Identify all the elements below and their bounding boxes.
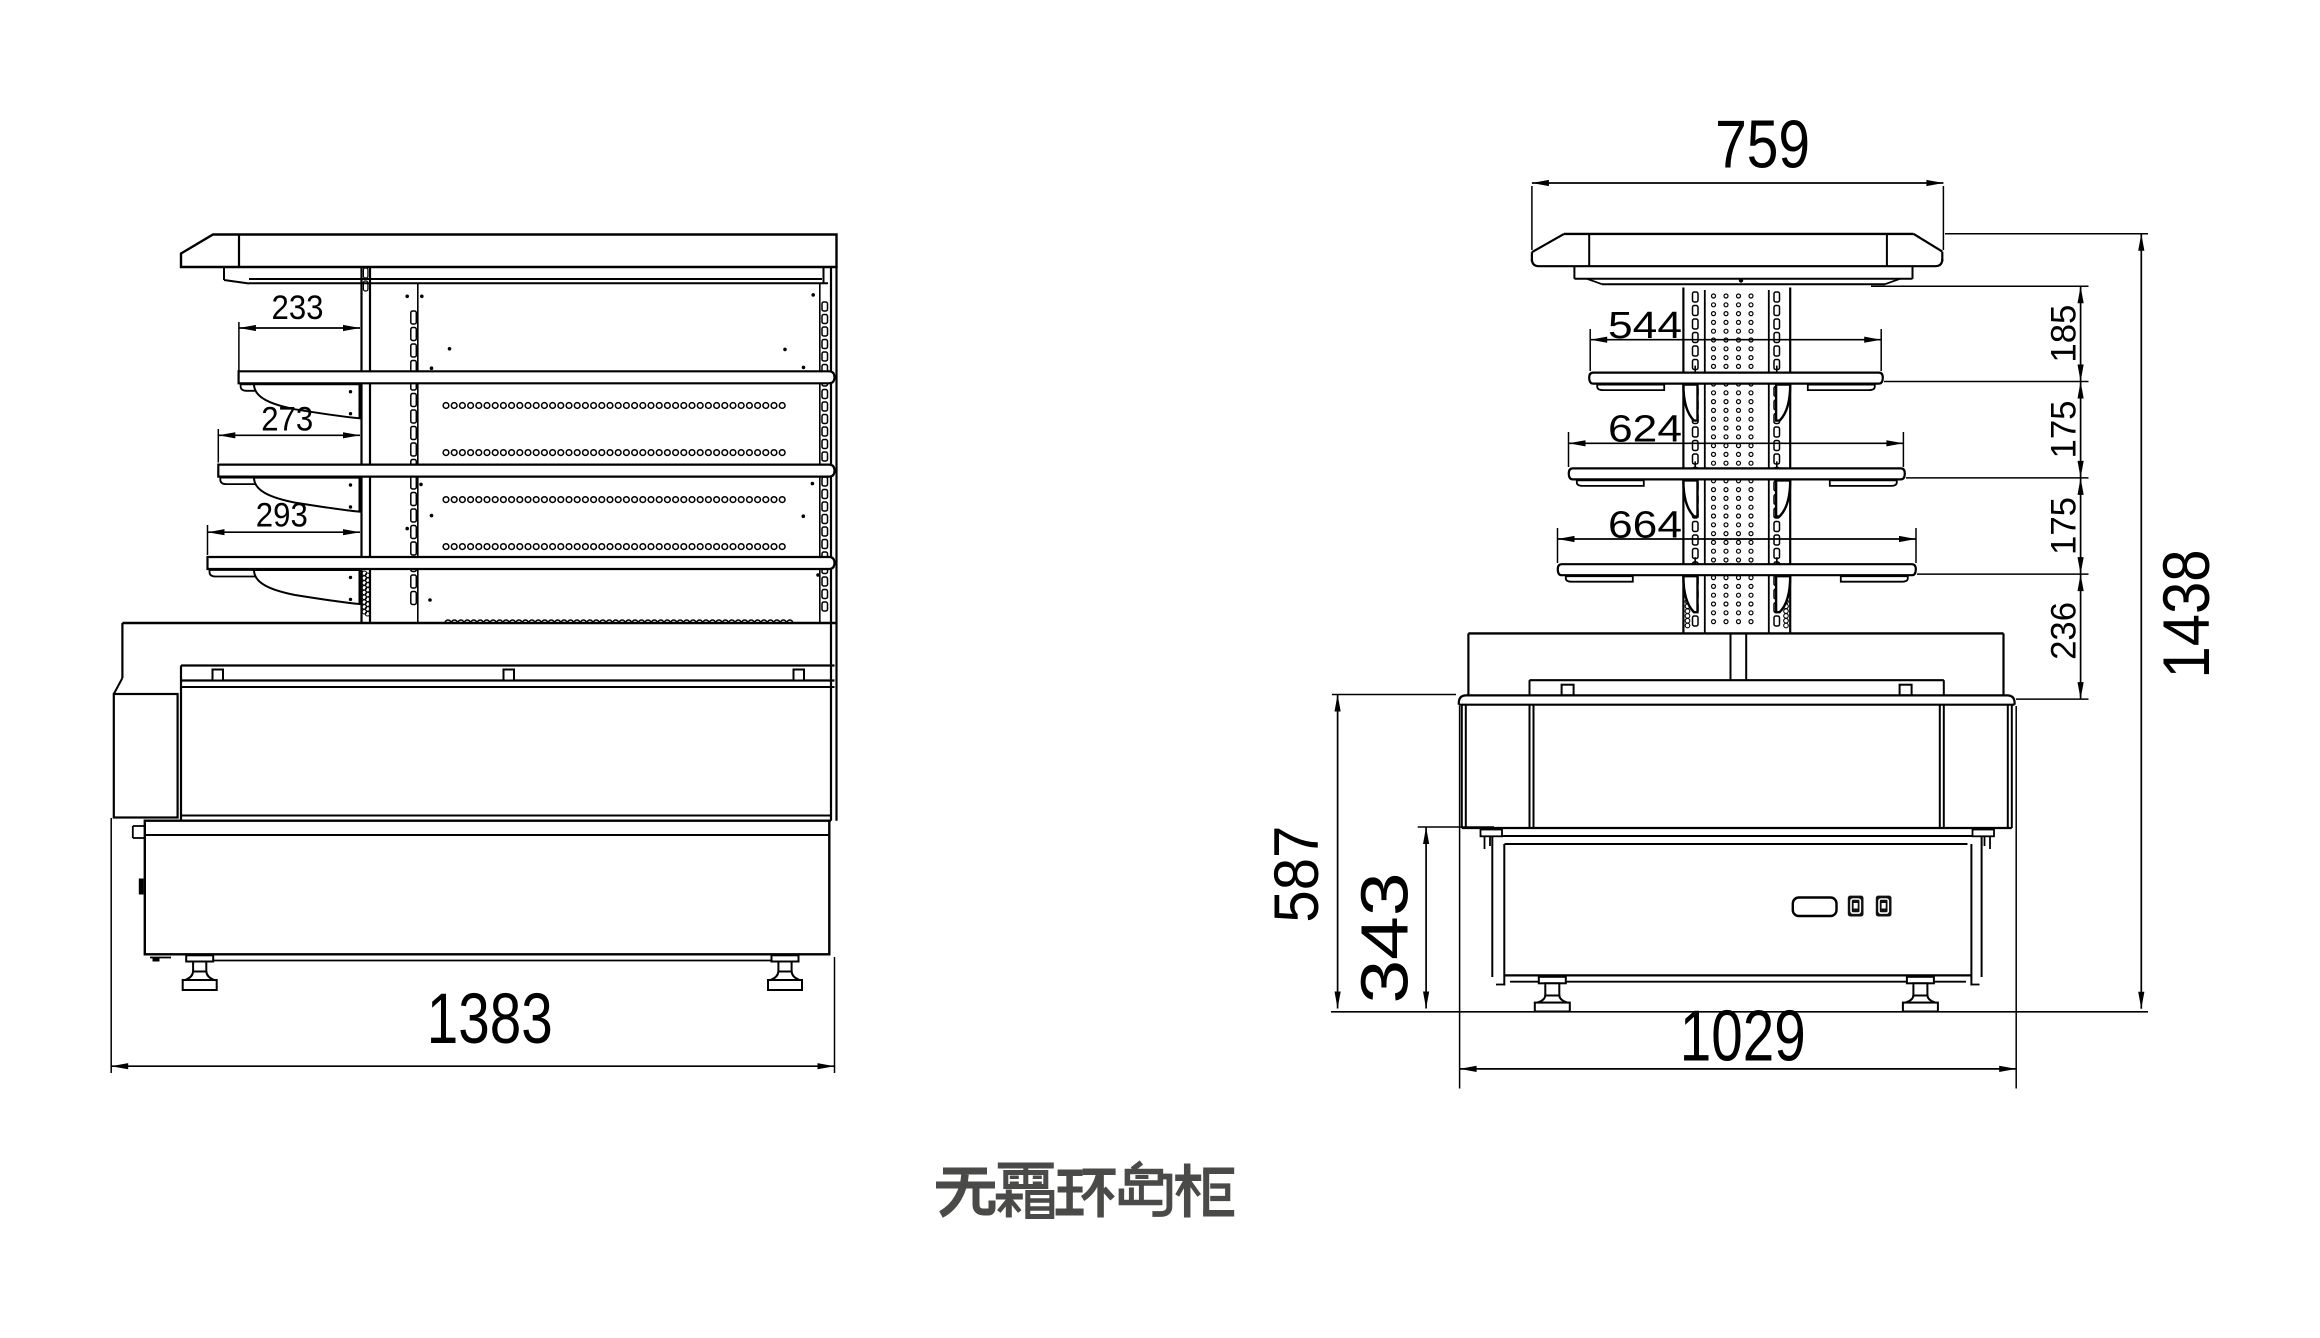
svg-text:664: 664: [1608, 505, 1682, 547]
svg-text:236: 236: [2044, 602, 2083, 660]
svg-text:185: 185: [2044, 305, 2083, 363]
svg-text:1029: 1029: [1680, 997, 1806, 1077]
svg-text:759: 759: [1715, 107, 1810, 183]
svg-text:1438: 1438: [2149, 550, 2223, 679]
svg-text:233: 233: [272, 289, 324, 327]
svg-text:1383: 1383: [427, 979, 553, 1059]
svg-text:587: 587: [1262, 826, 1332, 923]
svg-text:544: 544: [1608, 305, 1682, 347]
svg-text:175: 175: [2044, 401, 2083, 459]
svg-text:175: 175: [2044, 497, 2083, 555]
svg-text:273: 273: [261, 401, 313, 439]
svg-text:293: 293: [256, 497, 308, 535]
svg-text:624: 624: [1608, 409, 1682, 451]
svg-text:343: 343: [1348, 873, 1423, 1004]
